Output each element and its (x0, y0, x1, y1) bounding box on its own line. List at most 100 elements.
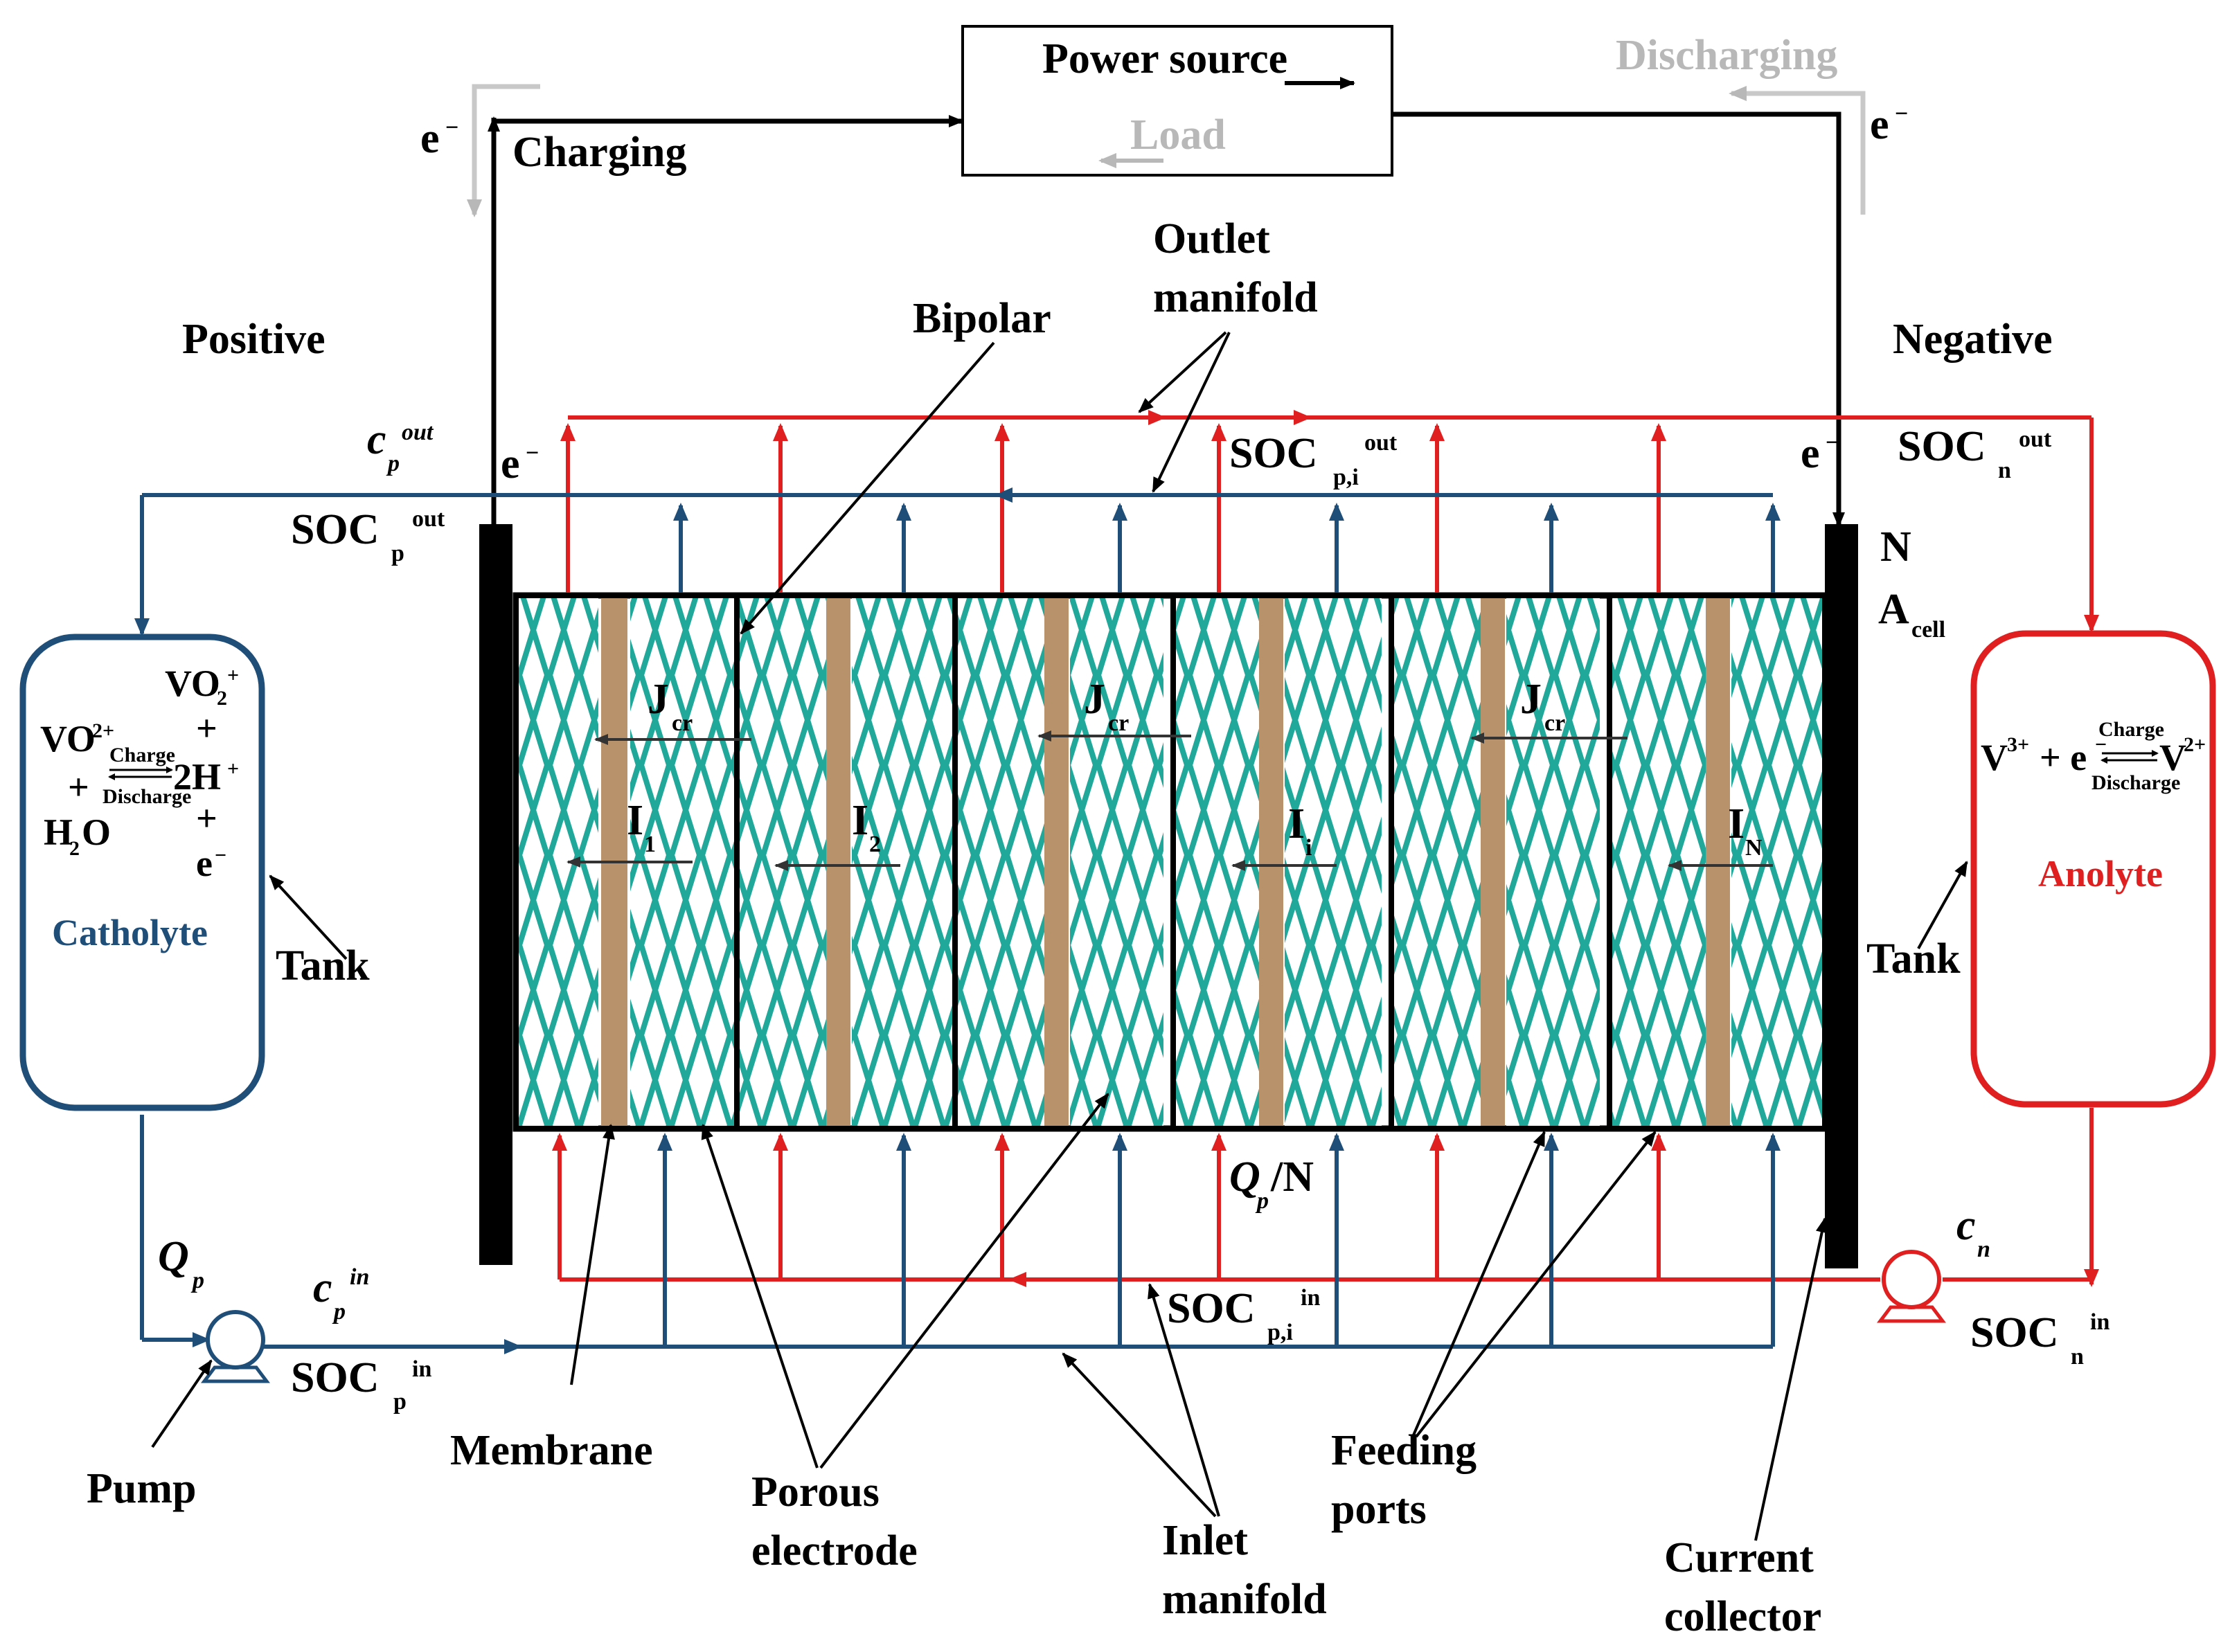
svg-text:+: + (227, 757, 239, 780)
svg-text:cr: cr (1544, 710, 1565, 736)
crossover-flux-label-3: Jcr (1520, 676, 1565, 736)
current-arrows (567, 730, 1773, 871)
svg-text:J: J (1084, 676, 1105, 723)
current-label-N: IN (1728, 800, 1763, 861)
svg-text:out: out (412, 506, 445, 532)
external-circuit (467, 84, 1866, 528)
catholyte-label: Catholyte (52, 912, 208, 953)
svg-text:p: p (386, 451, 400, 476)
porous-electrode-label-line2: electrode (751, 1527, 918, 1574)
soc-n-out-label: SOC n out (1898, 423, 2052, 483)
anolyte-reaction: V 3+ + e − Charge Discharge V 2+ (1981, 718, 2206, 794)
svg-text:V: V (2159, 737, 2186, 778)
electron-label-left-collector: e− (501, 440, 539, 487)
porous-electrode-label-line1: Porous (751, 1469, 880, 1516)
soc-p-in-label: SOC p in (291, 1354, 431, 1415)
svg-text:cr: cr (672, 710, 693, 736)
svg-text:e: e (196, 843, 213, 884)
svg-text:p,i: p,i (1333, 465, 1359, 490)
svg-text:+: + (68, 766, 89, 808)
anolyte-tank: Anolyte V 3+ + e − Charge Discharge V 2+ (1970, 630, 2216, 1108)
svg-text:3+: 3+ (2007, 733, 2029, 756)
svg-text:Q: Q (1229, 1153, 1260, 1201)
svg-text:n: n (2071, 1344, 2084, 1370)
pump-negative (1877, 1250, 1946, 1323)
svg-text:out: out (2019, 427, 2052, 452)
svg-text:H: H (44, 811, 73, 853)
discharge-arrow-left (467, 84, 540, 217)
svg-text:i: i (1305, 835, 1312, 861)
soc-p-out-label: SOC p out (291, 506, 445, 566)
svg-text:+ e: + e (2040, 737, 2087, 778)
current-collector-label-line1: Current (1664, 1534, 1814, 1581)
current-label-2: I2 (852, 797, 881, 857)
cell-stack (512, 592, 1828, 1132)
svg-text:−: − (1895, 101, 1908, 127)
svg-text:I: I (1728, 800, 1745, 847)
svg-text:e: e (501, 440, 520, 487)
svg-text:A: A (1878, 586, 1909, 633)
membranes (601, 598, 1730, 1126)
current-collector-label-line2: collector (1664, 1593, 1821, 1640)
svg-text:J: J (648, 676, 669, 723)
svg-text:J: J (1520, 676, 1542, 723)
svg-text:in: in (350, 1264, 369, 1290)
inlet-manifold-label-line1: Inlet (1162, 1517, 1248, 1564)
catholyte-tank: Catholyte VO 2 + + VO 2+ Charge Discharg… (19, 634, 265, 1111)
svg-text:p: p (393, 1389, 407, 1415)
svg-text:O: O (82, 811, 111, 853)
svg-text:SOC: SOC (1167, 1285, 1255, 1332)
svg-text:Q: Q (158, 1233, 189, 1280)
svg-text:in: in (1301, 1285, 1320, 1311)
svg-text:2+: 2+ (92, 719, 114, 742)
outlet-manifold-label-line2: manifold (1153, 274, 1318, 321)
svg-text:N: N (1745, 835, 1763, 861)
svg-text:c: c (367, 416, 386, 463)
svg-text:VO: VO (165, 663, 220, 704)
svg-text:in: in (2090, 1309, 2109, 1335)
svg-text:n: n (1998, 458, 2011, 483)
bipolar-plates (734, 598, 1612, 1126)
discharging-label: Discharging (1616, 32, 1837, 79)
tank-label-left: Tank (276, 942, 370, 989)
negative-inlet-manifold (552, 1108, 2099, 1287)
svg-text:SOC: SOC (291, 506, 379, 553)
qp-per-cell-label: Q p /N (1229, 1153, 1314, 1214)
crossover-flux-label-2: Jcr (1084, 676, 1129, 736)
pump-label: Pump (87, 1465, 196, 1512)
svg-text:Charge: Charge (109, 744, 175, 766)
svg-text:−: − (215, 844, 226, 867)
svg-text:2: 2 (217, 687, 227, 710)
crossover-flux-label-1: Jcr (648, 676, 693, 736)
outlet-manifold-label-line1: Outlet (1153, 215, 1270, 262)
discharge-arrow-right (1729, 86, 1866, 215)
svg-text:SOC: SOC (1970, 1309, 2058, 1356)
svg-text:+: + (227, 664, 239, 687)
cp-in-label: c p in (313, 1264, 369, 1325)
svg-text:VO: VO (40, 718, 96, 760)
svg-text:N: N (1880, 523, 1911, 571)
feeding-ports-label-line1: Feeding (1331, 1427, 1477, 1474)
power-source-box: Power source Load (961, 25, 1393, 177)
negative-label: Negative (1893, 316, 2053, 363)
svg-text:2: 2 (69, 837, 80, 860)
svg-text:2H: 2H (173, 756, 221, 798)
svg-text:p: p (190, 1268, 204, 1293)
svg-text:in: in (412, 1356, 431, 1382)
n-cells-label: N (1880, 523, 1911, 571)
positive-outlet-manifold (134, 487, 1781, 636)
soc-pi-out-label: SOC p,i out (1229, 430, 1398, 490)
inlet-manifold-label-line2: manifold (1162, 1576, 1327, 1623)
svg-text:−: − (526, 440, 539, 466)
feeding-ports-label-line2: ports (1331, 1486, 1427, 1533)
svg-text:Discharge: Discharge (2091, 771, 2180, 794)
svg-text:cr: cr (1108, 710, 1129, 736)
cn-label: c n (1956, 1202, 1990, 1262)
electron-label-right-collector: e− (1801, 430, 1839, 477)
soc-pi-in-label: SOC p,i in (1167, 1285, 1320, 1345)
current-collector-left (479, 524, 512, 1265)
svg-text:p: p (391, 541, 404, 566)
porous-electrodes (519, 598, 1822, 1126)
positive-inlet-manifold (140, 1115, 1781, 1354)
